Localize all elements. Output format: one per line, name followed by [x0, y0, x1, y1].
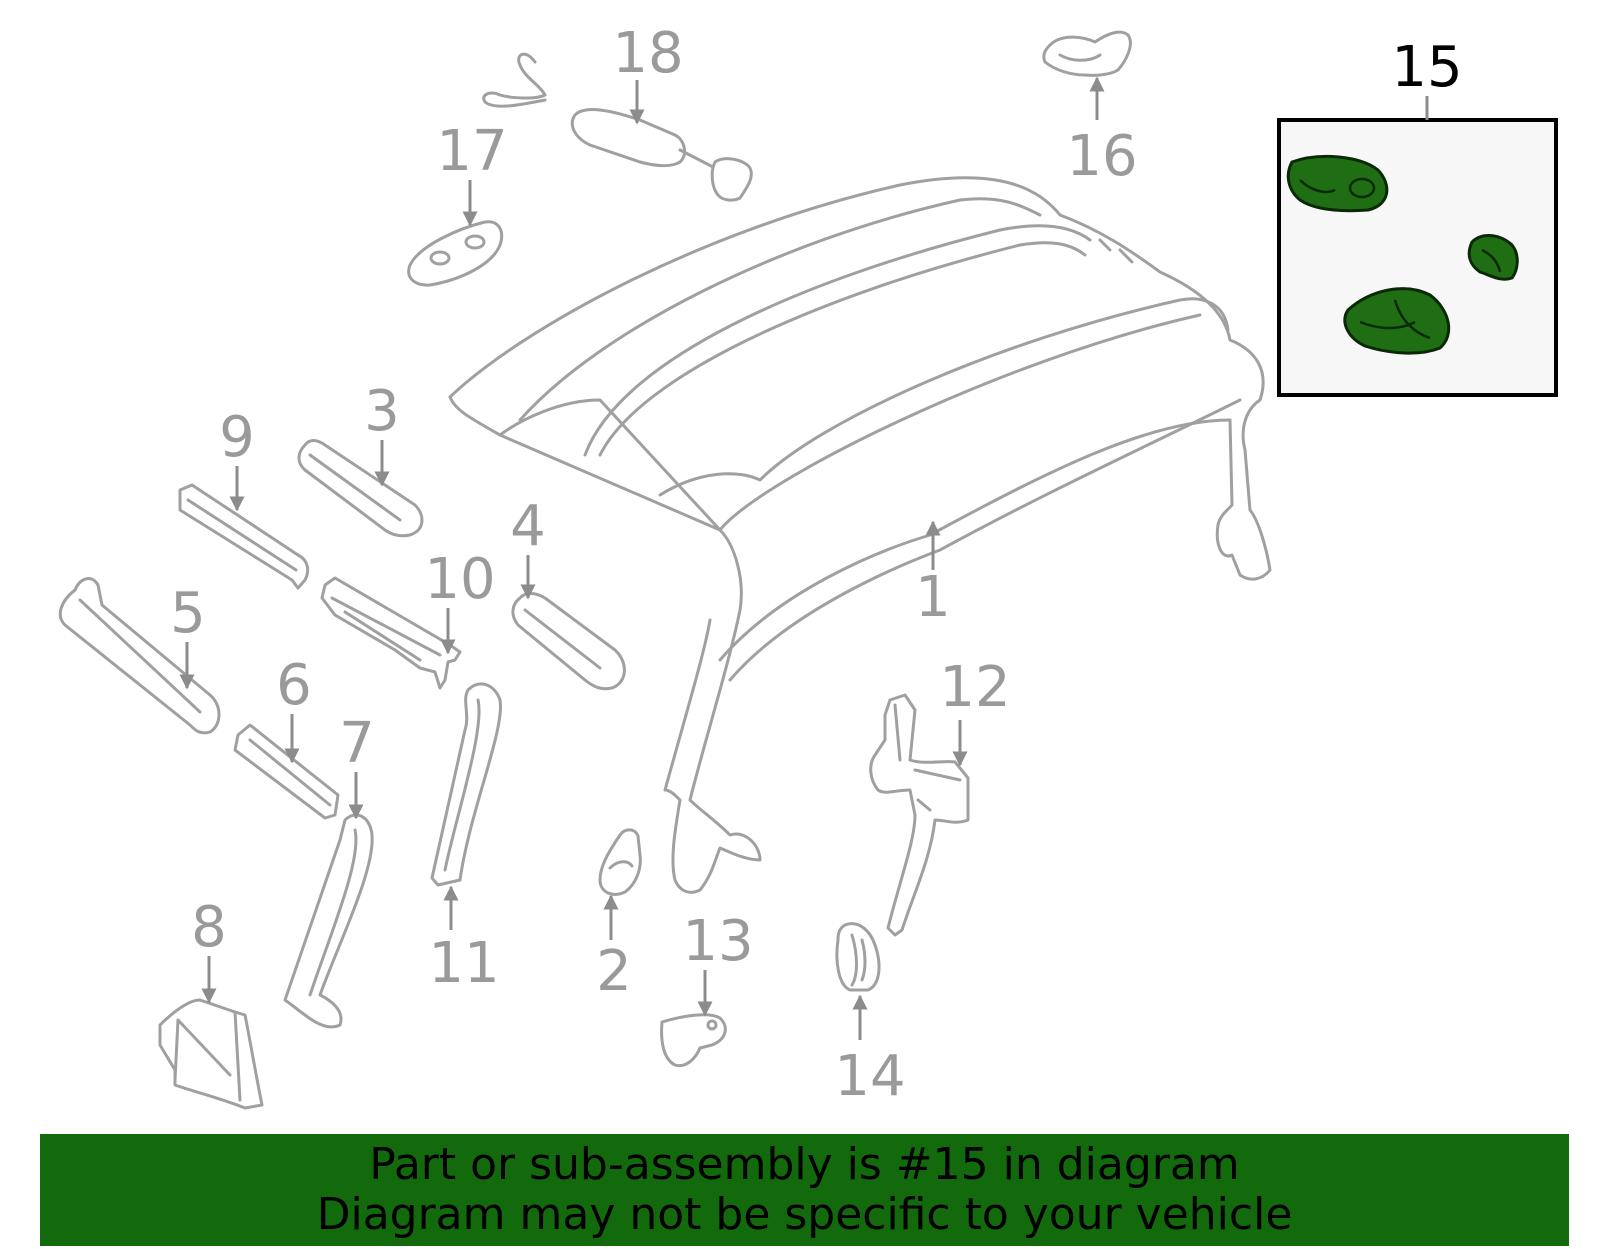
callout-labels: 1 2 3 4 5 6 7 8 9 10 11 12 13 14 15 16 1… [170, 21, 1462, 1109]
callout-11: 11 [428, 931, 499, 996]
part-14[interactable] [835, 922, 881, 992]
part-1-top-assembly[interactable] [448, 176, 1272, 894]
part-15-component-a[interactable] [1286, 154, 1389, 213]
callout-8: 8 [191, 895, 227, 960]
part-15-component-c[interactable] [1343, 287, 1451, 355]
part-16[interactable] [1042, 30, 1132, 77]
callout-5: 5 [170, 581, 206, 646]
callout-12: 12 [939, 655, 1010, 720]
banner-line-2: Diagram may not be specific to your vehi… [316, 1189, 1293, 1240]
callout-9: 9 [219, 405, 255, 470]
callout-7: 7 [339, 711, 375, 776]
info-banner: Part or sub-assembly is #15 in diagram D… [40, 1134, 1569, 1246]
part-15-component-b[interactable] [1467, 234, 1519, 281]
callout-3: 3 [364, 379, 400, 444]
callout-13: 13 [682, 909, 753, 974]
part-13[interactable] [660, 1013, 727, 1068]
part-7[interactable] [283, 813, 374, 1029]
part-3[interactable] [297, 439, 424, 538]
part-6[interactable] [233, 723, 340, 820]
part-4[interactable] [511, 592, 626, 691]
part-2[interactable] [598, 828, 642, 896]
callout-17: 17 [436, 119, 507, 184]
banner-line-1: Part or sub-assembly is #15 in diagram [369, 1139, 1240, 1190]
callout-1: 1 [915, 565, 951, 630]
callout-6: 6 [276, 653, 312, 718]
part-5[interactable] [58, 577, 221, 735]
callout-10: 10 [424, 547, 495, 612]
callout-18: 18 [612, 21, 683, 86]
part-12[interactable] [869, 693, 970, 937]
part-18[interactable] [482, 52, 753, 202]
callout-14: 14 [834, 1044, 905, 1109]
callout-16: 16 [1066, 124, 1137, 189]
part-8[interactable] [158, 998, 264, 1110]
part-9[interactable] [178, 483, 310, 590]
part-17[interactable] [407, 220, 504, 287]
callout-15: 15 [1391, 35, 1462, 100]
part-15-detail-box[interactable] [1277, 118, 1558, 397]
leader-lines [179, 76, 1429, 1040]
part-11[interactable] [430, 682, 502, 887]
callout-4: 4 [510, 494, 546, 559]
callout-2: 2 [596, 939, 632, 1004]
